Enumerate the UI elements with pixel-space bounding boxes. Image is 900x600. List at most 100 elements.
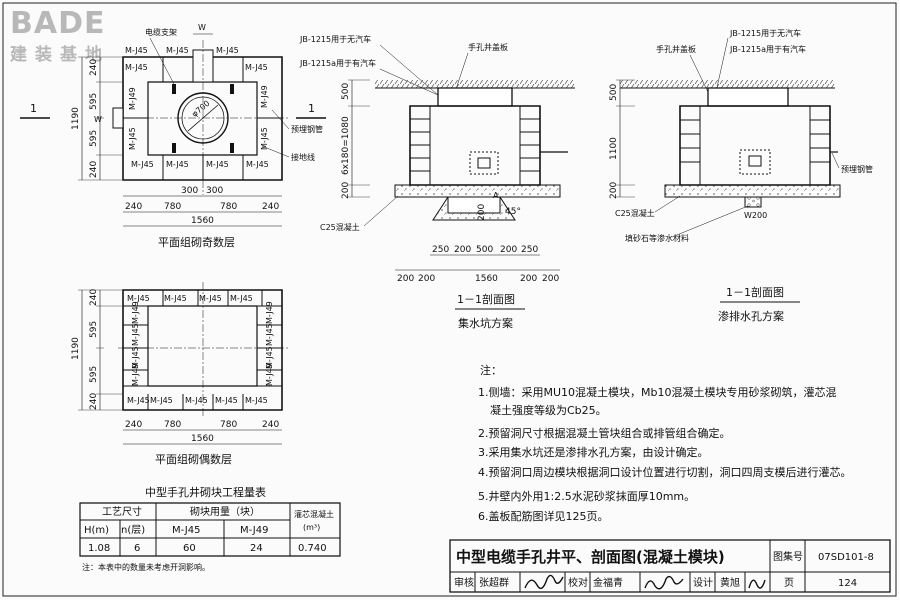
dim-label: 200 bbox=[542, 274, 559, 284]
block-label: M-J45 bbox=[166, 160, 189, 169]
checker-signature bbox=[645, 577, 683, 589]
table-cell: 60 bbox=[183, 543, 196, 554]
plan-odd-layer: φ700 W W M-J45 M-J45 M-J45 M-J45 M-J45 M… bbox=[20, 23, 326, 249]
block-label: M-J45 bbox=[127, 396, 150, 405]
dim-label: 200 bbox=[500, 245, 517, 255]
callout-cable-support: 电缆支架 bbox=[145, 27, 177, 37]
quantity-table: 中型手孔井砌块工程量表 工艺尺寸 砌块用量（块） 灌芯混凝土 (m³) H(m)… bbox=[80, 485, 340, 572]
cover-plate-label: 手孔井盖板 bbox=[468, 42, 508, 52]
block-label: M-J45 bbox=[128, 127, 137, 150]
note-item: 1.侧墙：采用MU10混凝土模块，Mb10混凝土模块专用砂浆砌筑，灌芯混 bbox=[478, 385, 837, 399]
dim-label: 595 bbox=[89, 130, 99, 147]
drain-width-label: W200 bbox=[744, 211, 767, 220]
dim-label: 200 bbox=[418, 274, 435, 284]
section-mark-left: 1 bbox=[30, 102, 37, 115]
dim-label: 200 bbox=[520, 274, 537, 284]
note-item: 2.预留洞尺寸根据混凝土管块组合或排管组合确定。 bbox=[478, 426, 731, 440]
block-label: M-J45 bbox=[125, 63, 148, 72]
block-label: M-J49 bbox=[260, 85, 269, 108]
reviewer-signature bbox=[525, 575, 563, 588]
callout-embedded-pipe: 预埋钢管 bbox=[291, 124, 323, 134]
dim-label: 6x180=1080 bbox=[341, 116, 351, 175]
sheet-border bbox=[3, 3, 896, 596]
concrete-label: C25混凝土 bbox=[320, 222, 360, 232]
block-label: M-J45 bbox=[127, 294, 150, 303]
section-drain-scheme: JB-1215用于无汽车 JB-1215a用于有汽车 手孔井盖板 预埋钢管 W2… bbox=[609, 28, 873, 323]
drain-hole bbox=[745, 197, 761, 207]
design-label: 设计 bbox=[693, 576, 713, 589]
dim-label: 595 bbox=[89, 366, 99, 383]
dim-label: 500 bbox=[341, 83, 351, 100]
dim-label: 595 bbox=[89, 321, 99, 338]
dim-total-label: 1190 bbox=[71, 337, 81, 360]
block-label: M-J45 bbox=[166, 46, 189, 55]
dim-label: 500 bbox=[609, 84, 619, 101]
dim-label: 200 bbox=[454, 245, 471, 255]
dim-label: 500 bbox=[476, 245, 493, 255]
sump-pit bbox=[448, 197, 500, 213]
table-header: 工艺尺寸 bbox=[102, 505, 142, 518]
ground-hatch bbox=[375, 80, 575, 88]
dim-label: 300 bbox=[206, 186, 223, 196]
table-cell: 24 bbox=[250, 543, 263, 554]
dim-label: 200 bbox=[341, 182, 351, 199]
note-item: 3.采用集水坑还是渗排水孔方案，由设计确定。 bbox=[478, 445, 709, 459]
section-b-title: 1－1剖面图 bbox=[726, 285, 784, 299]
atlas-number: 07SD101-8 bbox=[818, 552, 874, 563]
cover-plate-label: 手孔井盖板 bbox=[656, 44, 696, 54]
block-label: M-J45 bbox=[131, 346, 140, 369]
check-label: 校对 bbox=[568, 576, 588, 589]
dim-label: 595 bbox=[89, 93, 99, 110]
dim-total-label: 1560 bbox=[191, 434, 214, 444]
dim-label: 240 bbox=[125, 420, 142, 430]
block-label: M-J45 bbox=[245, 63, 268, 72]
plan-even-title: 平面组砌偶数层 bbox=[155, 452, 232, 466]
table-header: M-J49 bbox=[240, 525, 268, 536]
title-block: 中型电缆手孔井平、剖面图(混凝土模块) 图集号 07SD101-8 审核 张超群… bbox=[450, 540, 890, 592]
dim-total-label: 1190 bbox=[71, 107, 81, 130]
dim-label: 780 bbox=[220, 420, 237, 430]
atlas-label: 图集号 bbox=[773, 550, 803, 563]
cover-spec-with-vehicle: JB-1215a用于有汽车 bbox=[729, 44, 806, 54]
block-label: M-J45 bbox=[216, 46, 239, 55]
section-a-title: 1－1剖面图 bbox=[457, 292, 515, 306]
dim-label: 240 bbox=[262, 420, 279, 430]
block-label: M-J45 bbox=[260, 127, 269, 150]
manhole-diameter-label: φ700 bbox=[190, 99, 212, 119]
section-b-scheme: 渗排水孔方案 bbox=[718, 309, 784, 323]
section-a-scheme: 集水坑方案 bbox=[458, 316, 513, 330]
dim-label: 200 bbox=[477, 204, 487, 221]
w-dim-label-left: W bbox=[94, 115, 102, 124]
block-label: M-J45 bbox=[215, 396, 238, 405]
table-cell: 6 bbox=[134, 543, 140, 554]
table-header: n(层) bbox=[121, 524, 145, 536]
dim-label: 250 bbox=[432, 245, 449, 255]
section-mark-right: 1 bbox=[308, 102, 315, 115]
dim-label: 250 bbox=[521, 245, 538, 255]
notes-block: 注： 1.侧墙：采用MU10混凝土模块，Mb10混凝土模块专用砂浆砌筑，灌芯混 … bbox=[478, 363, 852, 523]
dim-label: 240 bbox=[89, 289, 99, 306]
table-header: (m³) bbox=[303, 523, 320, 532]
slope-angle-label: 45° bbox=[505, 207, 521, 217]
table-header: 砌块用量（块） bbox=[190, 506, 260, 518]
table-cell: 0.740 bbox=[298, 543, 327, 554]
block-label: M-J45 bbox=[245, 396, 268, 405]
block-label: M-J45 bbox=[185, 396, 208, 405]
note-item: 凝土强度等级为Cb25。 bbox=[490, 403, 607, 417]
page-label: 页 bbox=[784, 577, 794, 589]
dim-total-label: 1560 bbox=[191, 216, 214, 226]
block-label: M-J45 bbox=[164, 294, 187, 303]
designer-signature bbox=[749, 580, 765, 588]
dim-label: 200 bbox=[397, 274, 414, 284]
brand-logo: BADE 建装基地 bbox=[10, 6, 104, 65]
block-label: M-J49 bbox=[265, 301, 274, 324]
cover-spec-no-vehicle: JB-1215用于无汽车 bbox=[729, 28, 801, 38]
dim-label: 200 bbox=[609, 182, 619, 199]
w-dim-label-top: W bbox=[198, 23, 206, 32]
dim-label: 300 bbox=[181, 186, 198, 196]
concrete-label: C25混凝土 bbox=[615, 208, 655, 218]
dim-label: 240 bbox=[89, 393, 99, 410]
cover-slab bbox=[438, 88, 512, 106]
block-label: M-J45 bbox=[150, 396, 173, 405]
